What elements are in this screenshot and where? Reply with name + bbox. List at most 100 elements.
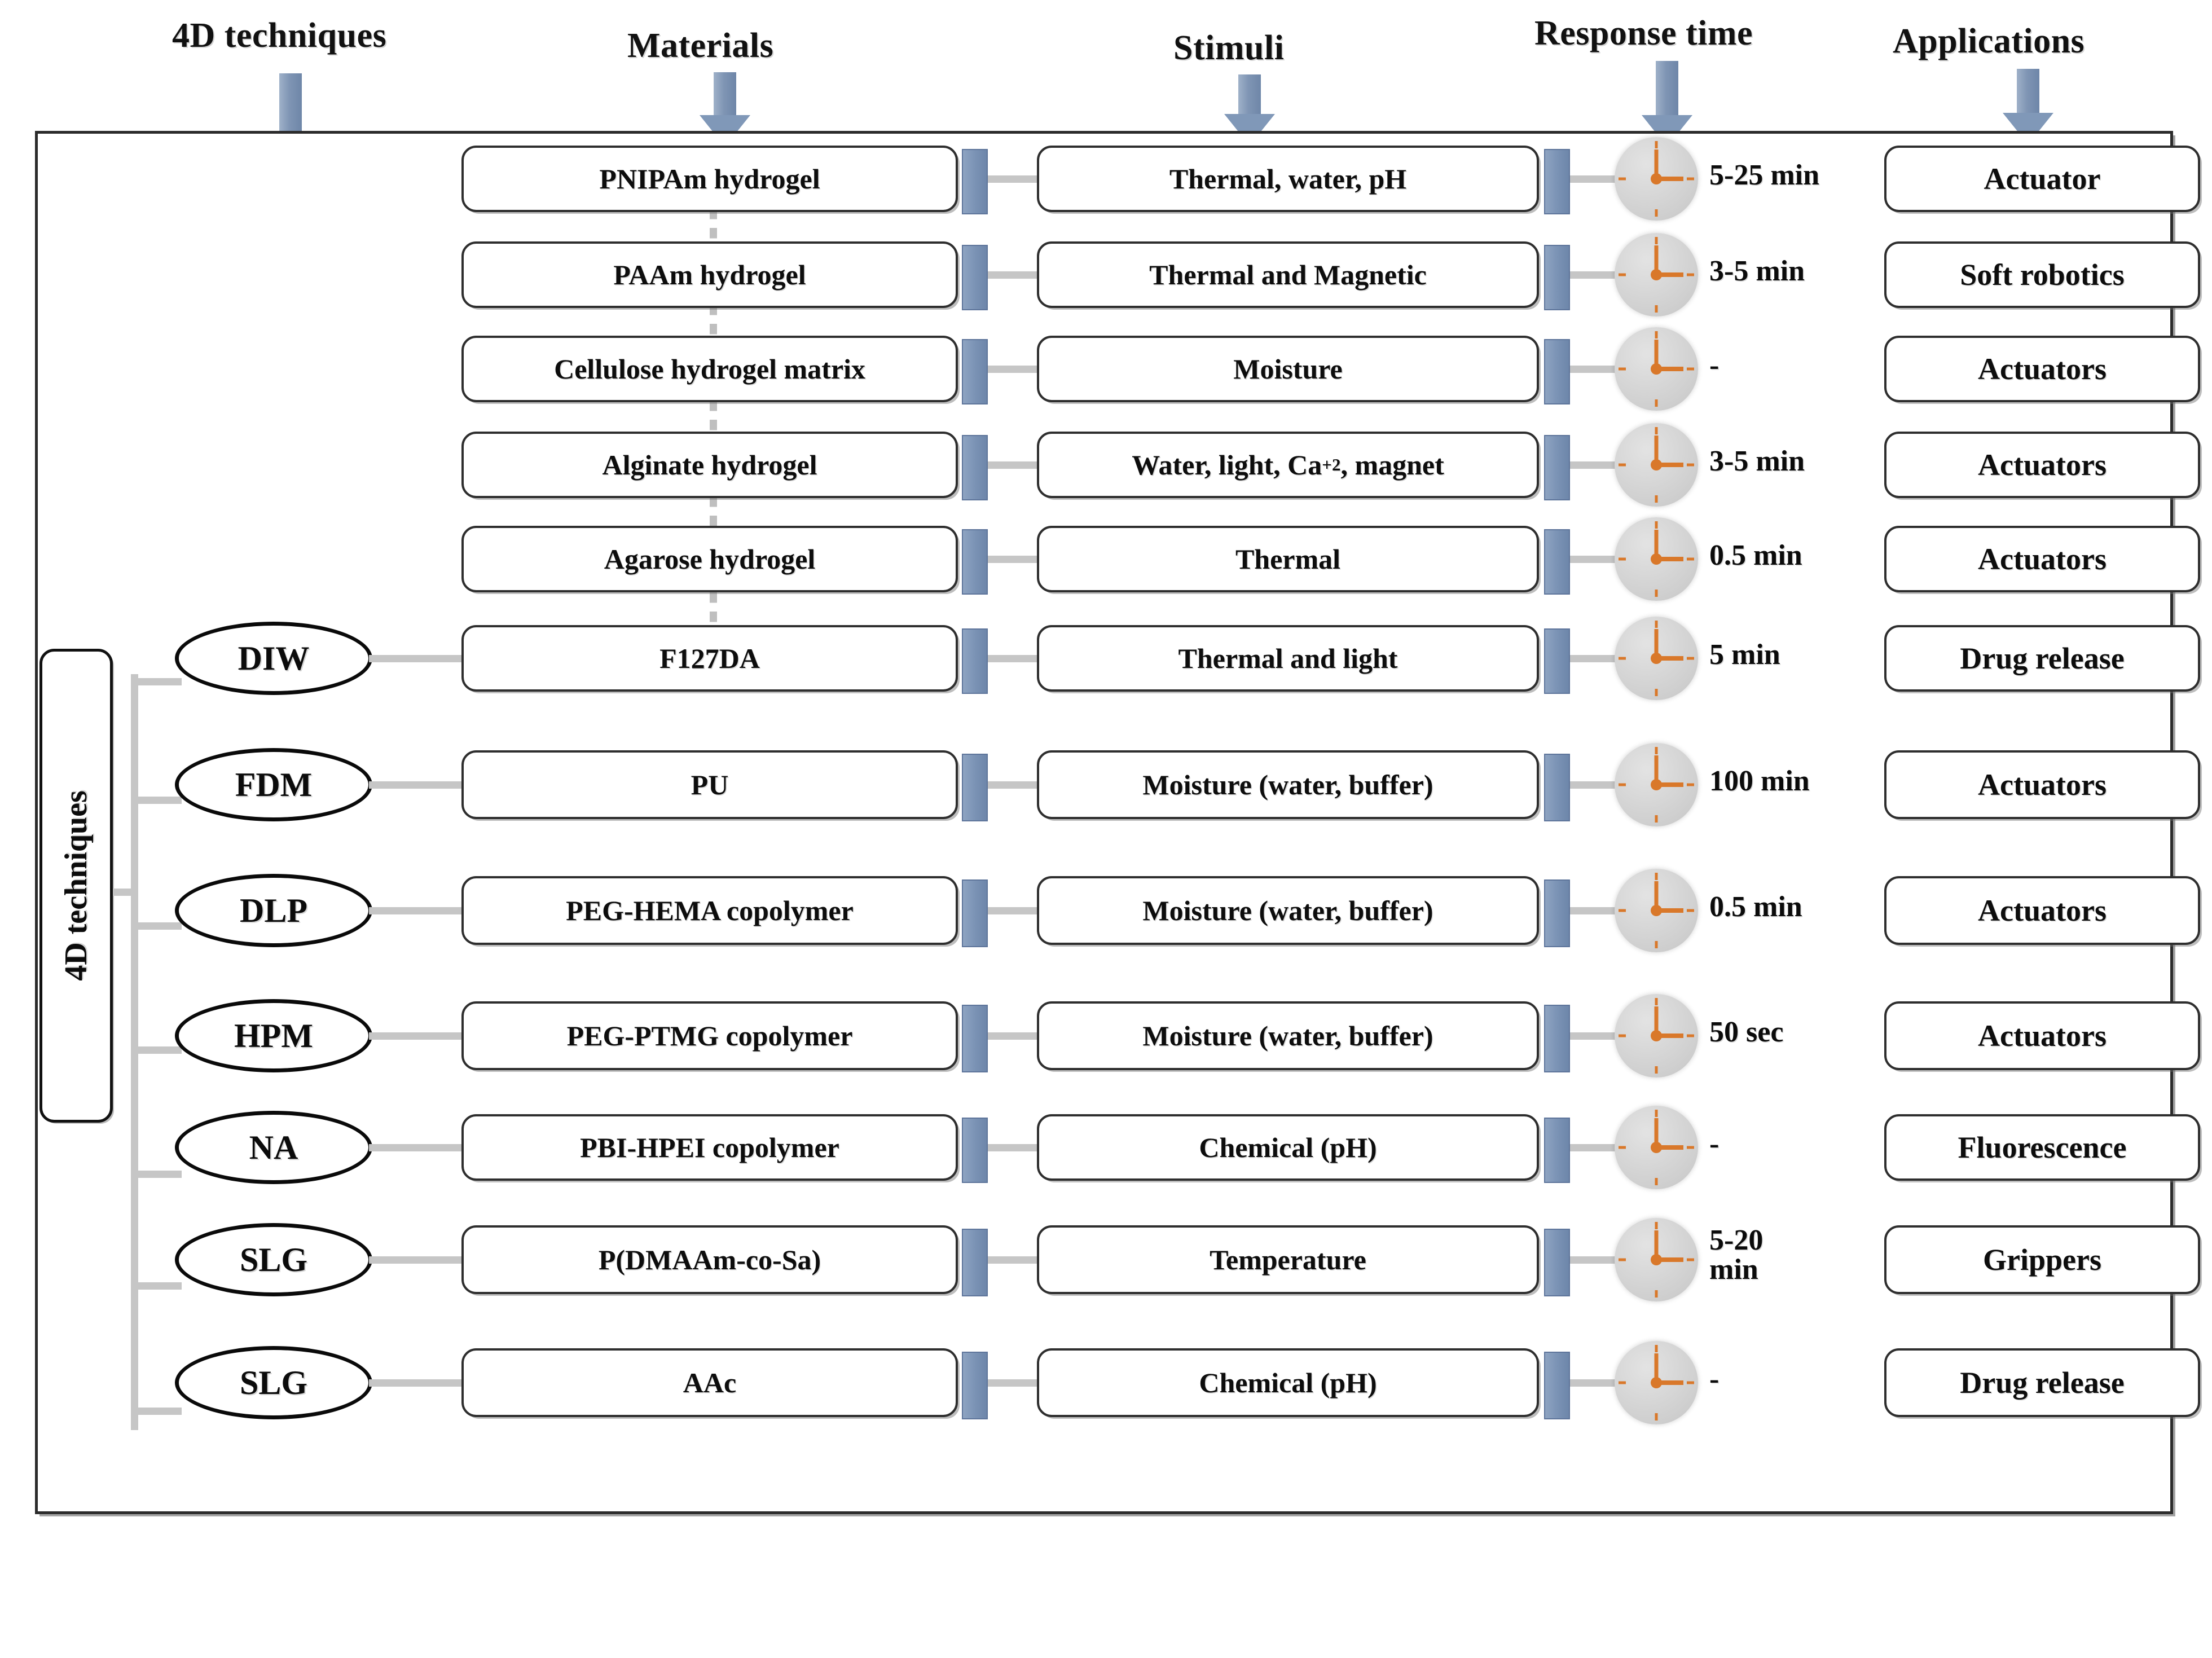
clock-center-pin: [1651, 269, 1662, 280]
application-box[interactable]: Actuators: [1884, 526, 2200, 592]
header-4d-techniques: 4D techniques: [172, 16, 387, 55]
application-box[interactable]: Grippers: [1884, 1225, 2200, 1294]
connector-tab-material: [962, 628, 988, 694]
application-box[interactable]: Actuators: [1884, 336, 2200, 402]
clock-tick: [1619, 557, 1626, 561]
response-time-value: 50 sec: [1709, 1016, 1784, 1048]
application-box[interactable]: Fluorescence: [1884, 1114, 2200, 1181]
connector-tab-material: [962, 1352, 988, 1419]
technique-node-hpm-8[interactable]: HPM: [175, 999, 372, 1072]
application-box[interactable]: Drug release: [1884, 1348, 2200, 1417]
connector-material-stimuli: [988, 1032, 1039, 1040]
technique-node-slg-11[interactable]: SLG: [175, 1346, 372, 1419]
clock-tick: [1655, 1290, 1658, 1298]
connector-tab-stimuli: [1544, 1005, 1570, 1072]
stimuli-box[interactable]: Moisture: [1037, 336, 1539, 402]
connector-tab-stimuli: [1544, 879, 1570, 947]
material-box[interactable]: PEG-HEMA copolymer: [461, 876, 958, 945]
material-box[interactable]: PBI-HPEI copolymer: [461, 1114, 958, 1181]
technique-node-na-9[interactable]: NA: [175, 1111, 372, 1184]
clock-tick: [1655, 399, 1658, 407]
clock-icon: [1615, 1106, 1698, 1189]
material-box[interactable]: PU: [461, 750, 958, 819]
material-box[interactable]: Cellulose hydrogel matrix: [461, 336, 958, 402]
clock-tick: [1619, 657, 1626, 660]
stimuli-box[interactable]: Thermal and Magnetic: [1037, 241, 1539, 308]
clock-minute-hand: [1654, 629, 1659, 659]
connector-tab-material: [962, 1229, 988, 1296]
clock-minute-hand: [1654, 881, 1659, 912]
connector-tab-material: [962, 149, 988, 214]
application-box[interactable]: Drug release: [1884, 625, 2200, 692]
clock-tick: [1655, 1178, 1658, 1185]
clock-minute-hand: [1654, 755, 1659, 786]
clock-minute-hand: [1654, 1118, 1659, 1149]
tree-branch-hpm: [131, 1046, 182, 1054]
application-box[interactable]: Soft robotics: [1884, 241, 2200, 308]
clock-icon: [1615, 233, 1698, 316]
material-box[interactable]: F127DA: [461, 625, 958, 692]
material-box[interactable]: AAc: [461, 1348, 958, 1417]
tree-branch-diw: [131, 678, 182, 685]
material-box[interactable]: P(DMAAm-co-Sa): [461, 1225, 958, 1294]
clock-tick: [1655, 305, 1658, 313]
clock-tick: [1619, 273, 1626, 276]
technique-node-slg-10[interactable]: SLG: [175, 1223, 372, 1296]
stimuli-box[interactable]: Chemical (pH): [1037, 1114, 1539, 1181]
clock-tick: [1655, 495, 1658, 503]
clock-icon: [1615, 994, 1698, 1078]
material-box[interactable]: PAAm hydrogel: [461, 241, 958, 308]
material-box[interactable]: PEG-PTMG copolymer: [461, 1001, 958, 1070]
clock-minute-hand: [1654, 436, 1659, 466]
response-time-value: 5 min: [1709, 639, 1780, 671]
stimuli-box[interactable]: Water, light, Ca+2, magnet: [1037, 432, 1539, 498]
response-time-value: 3-5 min: [1709, 255, 1805, 287]
material-box[interactable]: PNIPAm hydrogel: [461, 146, 958, 212]
technique-node-dlp-7[interactable]: DLP: [175, 874, 372, 947]
clock-tick: [1655, 427, 1658, 434]
clock-hour-hand: [1656, 367, 1683, 371]
material-box[interactable]: Alginate hydrogel: [461, 432, 958, 498]
stimuli-box[interactable]: Moisture (water, buffer): [1037, 876, 1539, 945]
stimuli-box[interactable]: Moisture (water, buffer): [1037, 750, 1539, 819]
connector-material-stimuli: [988, 907, 1039, 914]
tree-branch-slg1: [131, 1282, 182, 1290]
connector-tab-material: [962, 529, 988, 595]
application-box[interactable]: Actuators: [1884, 1001, 2200, 1070]
clock-tick: [1619, 1034, 1626, 1037]
application-box[interactable]: Actuators: [1884, 876, 2200, 945]
stimuli-box[interactable]: Thermal, water, pH: [1037, 146, 1539, 212]
connector-technique-material: [369, 1144, 466, 1151]
technique-node-fdm-6[interactable]: FDM: [175, 748, 372, 821]
connector-material-stimuli: [988, 655, 1039, 662]
connector-stimuli-clock: [1570, 1379, 1626, 1387]
clock-center-pin: [1651, 1030, 1662, 1041]
connector-technique-material: [369, 1256, 466, 1264]
clock-hour-hand: [1656, 177, 1683, 181]
clock-minute-hand: [1654, 1006, 1659, 1037]
clock-tick: [1687, 1258, 1694, 1261]
connector-material-stimuli: [988, 271, 1039, 279]
stimuli-box[interactable]: Temperature: [1037, 1225, 1539, 1294]
stimuli-box[interactable]: Thermal: [1037, 526, 1539, 592]
clock-hour-hand: [1656, 463, 1683, 467]
clock-hour-hand: [1656, 782, 1683, 787]
stimuli-box[interactable]: Moisture (water, buffer): [1037, 1001, 1539, 1070]
application-box[interactable]: Actuator: [1884, 146, 2200, 212]
clock-tick: [1687, 1381, 1694, 1384]
header-applications: Applications: [1893, 22, 2085, 60]
connector-technique-material: [369, 655, 466, 662]
material-box[interactable]: Agarose hydrogel: [461, 526, 958, 592]
connector-tab-stimuli: [1544, 1229, 1570, 1296]
connector-tab-material: [962, 435, 988, 500]
response-time-value: -: [1709, 1128, 1720, 1160]
clock-tick: [1687, 557, 1694, 561]
technique-node-diw-5[interactable]: DIW: [175, 622, 372, 695]
clock-tick: [1655, 521, 1658, 529]
stimuli-box[interactable]: Chemical (pH): [1037, 1348, 1539, 1417]
clock-tick: [1619, 1381, 1626, 1384]
application-box[interactable]: Actuators: [1884, 432, 2200, 498]
application-box[interactable]: Actuators: [1884, 750, 2200, 819]
clock-tick: [1687, 273, 1694, 276]
stimuli-box[interactable]: Thermal and light: [1037, 625, 1539, 692]
